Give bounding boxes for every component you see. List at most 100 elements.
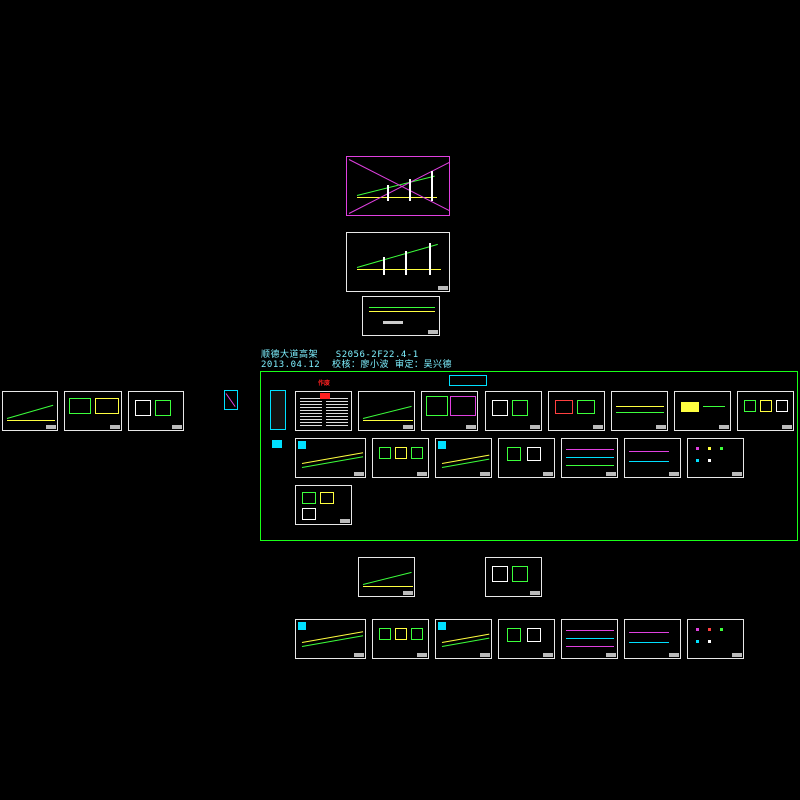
drawing-block bbox=[555, 400, 573, 414]
drawing-deck-line bbox=[363, 586, 413, 587]
sheet-bottom-truss-a[interactable] bbox=[295, 619, 366, 659]
title-block bbox=[354, 472, 364, 476]
drawing-pier bbox=[405, 251, 407, 275]
drawing-cross-line bbox=[225, 393, 236, 407]
sheet-section-a[interactable] bbox=[485, 391, 542, 431]
sheet-bottom-rebar-c[interactable] bbox=[687, 619, 744, 659]
sheet-bottom-elevation[interactable] bbox=[358, 557, 415, 597]
legend-strip bbox=[270, 390, 286, 430]
title-block bbox=[480, 653, 490, 657]
sheet-bottom-piers-b[interactable] bbox=[498, 619, 555, 659]
drawing-block bbox=[135, 400, 151, 416]
drawing-deck-line bbox=[363, 420, 413, 421]
sheet-left-1[interactable] bbox=[2, 391, 58, 431]
drawing-deck-line bbox=[7, 420, 55, 421]
title-block bbox=[480, 472, 490, 476]
title-block bbox=[428, 330, 438, 334]
title-block bbox=[669, 653, 679, 657]
drawing-girder-line bbox=[356, 175, 435, 196]
notes-text bbox=[326, 398, 348, 426]
detail-dot bbox=[708, 628, 711, 631]
title-block bbox=[543, 653, 553, 657]
sheet-rebar-c[interactable] bbox=[687, 438, 744, 478]
sheet-rebar-a[interactable] bbox=[561, 438, 618, 478]
drawing-block bbox=[95, 398, 119, 414]
sheet-bottom-rebar-b[interactable] bbox=[624, 619, 681, 659]
cyan-marker bbox=[438, 622, 446, 630]
header-drawing-code: S2056-2F22.4-1 bbox=[335, 350, 419, 360]
title-block bbox=[593, 425, 603, 429]
rebar-line bbox=[566, 646, 614, 647]
detail-dot bbox=[708, 459, 711, 462]
sheet-elevation-b[interactable] bbox=[421, 391, 478, 431]
sheet-truss-a[interactable] bbox=[295, 438, 366, 478]
drawing-block bbox=[527, 447, 541, 461]
drawing-girder-line bbox=[441, 458, 490, 468]
title-block bbox=[438, 286, 448, 290]
sheet-bottom-rebar-a[interactable] bbox=[561, 619, 618, 659]
drawing-block bbox=[411, 447, 423, 459]
drawing-block bbox=[507, 628, 521, 642]
void-stamp: 作废 bbox=[318, 380, 331, 387]
drawing-block bbox=[577, 400, 595, 414]
drawing-block bbox=[512, 400, 528, 416]
rebar-line bbox=[566, 449, 614, 450]
sheet-piers-b[interactable] bbox=[498, 438, 555, 478]
title-block bbox=[782, 425, 792, 429]
rebar-line bbox=[566, 638, 614, 639]
title-block bbox=[543, 472, 553, 476]
sheet-elevation-a[interactable] bbox=[358, 391, 415, 431]
sheet-detail-b[interactable] bbox=[674, 391, 731, 431]
sheet-group-frame[interactable] bbox=[260, 371, 798, 541]
title-block bbox=[669, 472, 679, 476]
sheet-bottom-piers-a[interactable] bbox=[372, 619, 429, 659]
title-block bbox=[403, 425, 413, 429]
red-mark bbox=[320, 393, 330, 399]
detail-dot bbox=[696, 447, 699, 450]
drawing-line bbox=[616, 406, 664, 407]
drawing-pier bbox=[409, 179, 411, 201]
sheet-top-elevation-2[interactable] bbox=[346, 232, 450, 292]
drawing-block bbox=[320, 492, 334, 504]
sheet-truss-b[interactable] bbox=[435, 438, 492, 478]
drawing-pier bbox=[383, 257, 385, 275]
sheet-top-plan[interactable] bbox=[362, 296, 440, 336]
drawing-girder-line bbox=[441, 637, 490, 647]
cyan-marker bbox=[298, 622, 306, 630]
detail-dot bbox=[720, 628, 723, 631]
sheet-bottom-truss-b[interactable] bbox=[435, 619, 492, 659]
detail-dot bbox=[696, 459, 699, 462]
sheet-detail-c[interactable] bbox=[737, 391, 794, 431]
small-cyan-sheet[interactable] bbox=[224, 390, 238, 410]
sheet-detail-a[interactable] bbox=[611, 391, 668, 431]
drawing-line bbox=[616, 412, 664, 413]
drawing-block bbox=[395, 628, 407, 640]
drawing-block bbox=[760, 400, 772, 412]
drawing-block bbox=[744, 400, 756, 412]
sheet-section-b[interactable] bbox=[548, 391, 605, 431]
header-project-name: 顺德大道高架 bbox=[261, 350, 319, 360]
title-block bbox=[354, 653, 364, 657]
drawing-pier bbox=[387, 185, 389, 201]
detail-dot bbox=[708, 447, 711, 450]
sheet-left-2[interactable] bbox=[64, 391, 122, 431]
title-block bbox=[606, 472, 616, 476]
rebar-line bbox=[566, 630, 614, 631]
sheet-top-elevation-1[interactable] bbox=[346, 156, 450, 216]
title-block bbox=[530, 591, 540, 595]
sheet-notes[interactable] bbox=[295, 391, 352, 431]
drawing-block bbox=[527, 628, 541, 642]
sheet-bottom-section[interactable] bbox=[485, 557, 542, 597]
title-block bbox=[606, 653, 616, 657]
sheet-piers-a[interactable] bbox=[372, 438, 429, 478]
detail-dot bbox=[720, 447, 723, 450]
sheet-details-d[interactable] bbox=[295, 485, 352, 525]
title-block bbox=[466, 425, 476, 429]
drawing-block bbox=[155, 400, 171, 416]
detail-dot bbox=[708, 640, 711, 643]
drawing-line bbox=[369, 307, 435, 308]
title-block bbox=[732, 653, 742, 657]
sheet-left-3[interactable] bbox=[128, 391, 184, 431]
drawing-block bbox=[681, 402, 699, 412]
sheet-rebar-b[interactable] bbox=[624, 438, 681, 478]
